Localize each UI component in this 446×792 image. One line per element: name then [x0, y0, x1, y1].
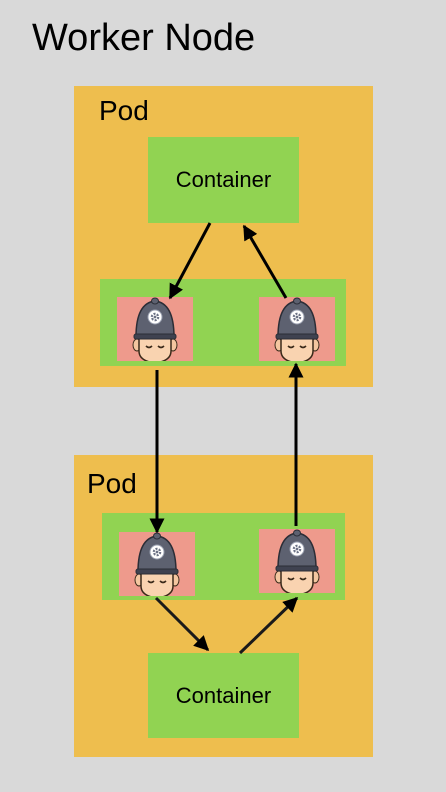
- worker-node-title: Worker Node: [32, 17, 256, 59]
- policeman-icon: [273, 297, 321, 361]
- container-2: Container: [148, 653, 299, 738]
- pod-label: Pod: [99, 95, 149, 126]
- container-1: Container: [148, 137, 299, 223]
- proxy-outbound-2: [259, 529, 335, 593]
- pod-label: Pod: [87, 468, 137, 499]
- policeman-icon: [133, 532, 181, 596]
- proxy-inbound-1: [117, 297, 193, 361]
- policeman-icon: [131, 297, 179, 361]
- policeman-icon: [273, 529, 321, 593]
- proxy-outbound-1: [259, 297, 335, 361]
- proxy-inbound-2: [119, 532, 195, 596]
